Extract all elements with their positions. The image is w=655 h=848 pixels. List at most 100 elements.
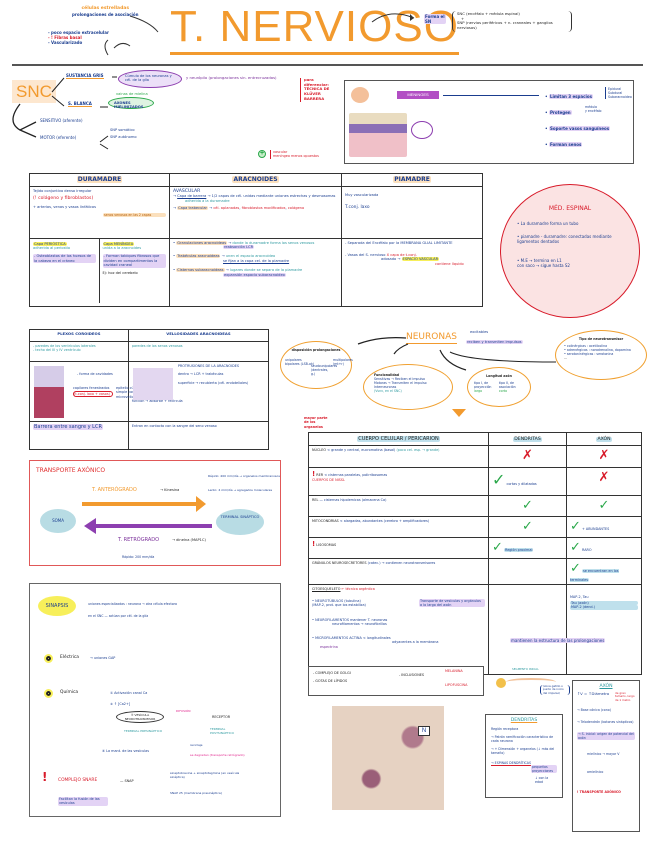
table-row: NÚCLEO < grande y central, eucromatina (… (308, 444, 642, 468)
row-label: GRÁNULOS NEUROSECRETORES (312, 561, 367, 566)
neuronas-note-1: excitables (470, 330, 489, 334)
cell-text: • Granulaciones aracnoideas → donde la d… (173, 240, 315, 245)
pia-top-cell: Muy vascularizada T.conj. laxo (341, 185, 483, 239)
medula-title: MÉD. ESPINAL (548, 205, 592, 212)
header-dendritas: DENDRITAS (513, 437, 542, 442)
cell-text: adherida a la duramadre (185, 198, 230, 203)
cell-text: Muy vascularizada (345, 192, 379, 197)
bullet-electrica (44, 654, 53, 663)
electrica-label: Eléctrica (60, 655, 79, 660)
gris-text: Cúmulo de los neuronas y cél. de la glía (125, 74, 172, 83)
list-item: - ! Fibras basal (48, 35, 82, 40)
row-label: RER (316, 472, 324, 477)
dura-bottom-cell: Capa PERIÓSTICA adherida al periostio - … (29, 237, 170, 307)
plexo-function-cell: Barrera entre sangre y LCR (29, 421, 129, 450)
cell-text: + arterias, venas y vasos linfáticos (33, 204, 97, 209)
list-item: → ESPINAS DENDRÍTICAS (491, 760, 531, 765)
antero-lento: Lento: 4 mm/día → agregados moleculares (208, 488, 273, 492)
dend-empty (488, 558, 567, 585)
exclamation-icon: ! (312, 469, 316, 478)
row-detail: grande y central, eucromatina (basal) (331, 447, 396, 452)
note-celulas: células estrelladas (81, 6, 130, 11)
vesicula-ellipse: ③ VESÍCULA NEUROTRANSMISOR (116, 711, 164, 723)
snc-side-note: para diferenciar: TÉCNICA DE KLÜVER BARR… (300, 77, 329, 102)
header-aracnoides: ARACNOIDES (232, 176, 279, 183)
neuronas-note-2: reciben y transmiten impulsos (466, 340, 523, 345)
cell-text: - Osteoblastos de los huesos de la cabez… (33, 254, 96, 264)
retro-label: T. RETRÓGRADO (118, 537, 160, 543)
golgi-box: - COMPLEJO DE GOLGI - GOTAS DE LÍPIDOS -… (308, 666, 484, 696)
spaces-list: Epidural Subdural Subaracnoideo (605, 87, 632, 99)
list-item: • Soporte vasos sanguíneos (545, 126, 611, 131)
list-item: Subaracnoideo (608, 95, 632, 99)
list-item: amielínico (587, 770, 604, 775)
title-arrow (371, 13, 415, 23)
neuron-sketch-icon (496, 678, 506, 688)
bubble-title: Tipo de neurotransmisor (578, 337, 624, 341)
list-item: corto (498, 389, 508, 393)
vellosidad-diagram (132, 368, 173, 400)
note-line: diferenciar: (304, 81, 329, 87)
list-item: ↓ con la edad (535, 775, 549, 784)
axon-check-icon: ✓ (570, 561, 581, 577)
list-item: ! TRANSPORTE AXÓNICO (577, 790, 621, 795)
list-item: • piamadre - duramadre: conectadas media… (517, 233, 612, 244)
bubble-title: Longitud axón (486, 374, 512, 378)
row-note: RARO (581, 548, 592, 553)
bubble-title: disposición prolongaciones (291, 348, 341, 352)
list-item: - poco espacio extracelular (48, 30, 109, 35)
cito-sub: adyacentes a la membrana (392, 640, 439, 645)
list-item: tipo II, de asociación (498, 381, 516, 389)
snare-item: SNAP 25 (membrana presináptica) (170, 791, 222, 795)
dura-note: senos venosos en las 2 capas (103, 213, 166, 218)
list-item: SNP autónomo (110, 134, 137, 139)
cell-text: capilares fenestrados (73, 386, 110, 391)
step-item: ② ↑ [Ca2+] (110, 702, 131, 706)
citoesqueleto-row: CITOESQUELETO ← técnica argéntica • NEUR… (308, 583, 642, 675)
list-item: SNP (nervios periféricos + n. craneales … (457, 20, 553, 31)
blanca-description: AXONES MIELINIZADOS (108, 97, 154, 109)
brain-image (351, 87, 369, 103)
row-note: + ABUNDANTES (581, 526, 610, 531)
segmento-label: SEGMENTO INICIAL (512, 667, 539, 671)
snc-label: SNC (12, 80, 56, 104)
cell-text: adherida al periostio (33, 245, 71, 250)
list-item: → Patrón ramificación característico de … (491, 734, 554, 743)
note-line: BARRERA (304, 95, 325, 101)
row-label: NÚCLEO (312, 447, 327, 452)
row-detail: alargadas, abundantes (cerebro + amplifi… (343, 518, 430, 523)
list-item: → S. inicial: origen de potencial del ax… (577, 732, 635, 741)
cito-sub: espectrina (320, 644, 338, 649)
header-duramadre: DURAMADRE (76, 176, 123, 183)
header-piamadre: PIAMADRE (393, 176, 431, 183)
plus-note: vascular meníngeo menos opuestos (270, 150, 319, 159)
cito-sub: mantener T. neuronas (350, 617, 388, 622)
protect-list: médula y encéfalo (585, 105, 602, 113)
list-item: Interneuronas (374, 385, 397, 389)
cell-text: - Forman tabiques fibrosos que dividen e… (102, 254, 166, 268)
list-item: • serotoninérgicas : serotonina (564, 352, 614, 356)
plexo-micrograph (34, 366, 64, 418)
cito-title: CITOESQUELETO (312, 586, 341, 591)
map-note: MAP-2 (dend.) (570, 605, 638, 610)
meninges-arrow-line (443, 95, 539, 96)
retro-arrow (96, 524, 212, 528)
exclamation-icon: ! (312, 540, 316, 549)
list-item: ↑V = ↑Diámetro (577, 690, 610, 696)
map-note: Tau (axón) (570, 601, 638, 606)
list-item: ... (564, 356, 568, 360)
cell-text: adosado → ESPACIO VASCULAR (381, 257, 440, 262)
arac-top-cell: AVASCULAR → Capa de barrera → 1/2 capas … (169, 185, 342, 239)
cell-text: (t.conj. laxo + vasos) (73, 390, 113, 397)
cito-axon-cell: MAP-2, Tau Tau (axón) MAP-2 (dend.) (566, 583, 642, 675)
row-detail: cisternas paralelas, polirribosomas (328, 472, 388, 477)
list-item: → Base cónica (cono) (577, 708, 611, 713)
dend-cross-icon: ✗ (488, 444, 567, 468)
snare-mid: — SNAP (120, 779, 134, 783)
list-item: • Protegen (545, 110, 572, 115)
mayor-note: mayor parte de los organelos (304, 416, 328, 429)
dend-check-icon: ✓ (488, 494, 567, 517)
neuronas-title: NEURONAS (406, 332, 457, 345)
step-item: ③ VESÍCULA NEUROTRANSMISOR (124, 713, 156, 721)
note-prolongaciones: prolongaciones de asociación (72, 11, 139, 17)
